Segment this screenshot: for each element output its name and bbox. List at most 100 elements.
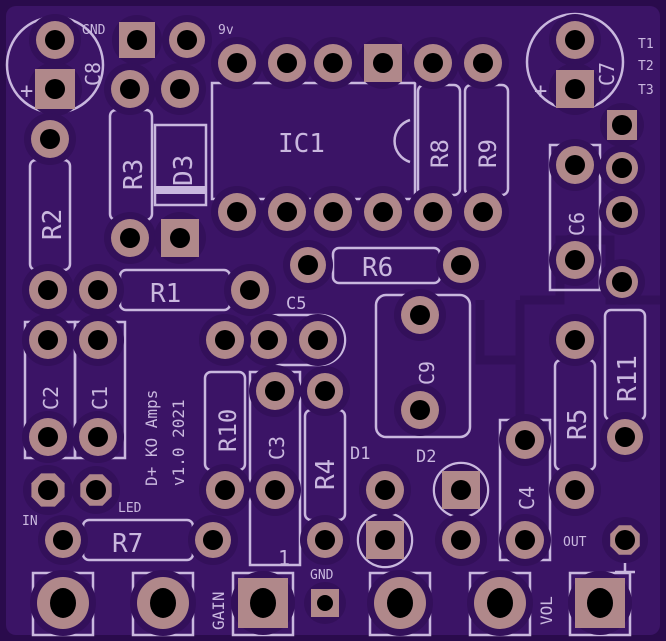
pad-15: [357, 186, 409, 238]
label-gain: GAIN: [209, 591, 228, 630]
label-ic1: IC1: [278, 129, 325, 159]
drill-hole: [373, 202, 393, 222]
drill-hole: [615, 530, 635, 550]
drill-hole: [565, 480, 585, 500]
drill-hole: [45, 30, 65, 50]
drill-hole: [308, 330, 328, 350]
label-c8: C8: [81, 62, 105, 86]
pad-55: [435, 514, 487, 566]
label-c7: C7: [595, 62, 619, 86]
pad-58: [549, 314, 601, 366]
drill-hole: [315, 381, 335, 401]
drill-hole: [227, 53, 247, 73]
drill-hole: [317, 595, 333, 611]
pad-36: [394, 289, 446, 341]
pad-35: [292, 314, 344, 366]
drill-hole: [38, 330, 58, 350]
drill-hole: [215, 480, 235, 500]
pad-14: [307, 186, 359, 238]
pad-59: [549, 464, 601, 516]
pad-48: [23, 465, 73, 515]
silkscreen-labels: C8 GND 9v IC1 R8 R9 C7 T1 T2 T3 + + R2 R…: [20, 23, 654, 630]
label-in: IN: [22, 514, 38, 529]
pad-19: [104, 212, 156, 264]
pad-25: [436, 240, 486, 290]
label-gnd-bottom: GND: [310, 568, 334, 583]
drill-hole: [587, 588, 613, 618]
label-r4: R4: [311, 459, 341, 490]
drill-hole: [451, 480, 471, 500]
pad-6: [211, 37, 263, 89]
label-c2: C2: [39, 386, 63, 410]
label-t3: T3: [638, 83, 654, 98]
drill-hole: [38, 280, 58, 300]
drill-hole: [53, 530, 73, 550]
label-credit-line1: D+ KO Amps: [142, 390, 161, 486]
drill-hole: [515, 530, 535, 550]
pad-47: [300, 515, 350, 565]
drill-hole: [515, 430, 535, 450]
drill-hole: [612, 202, 632, 222]
pad-16: [407, 186, 459, 238]
drill-hole: [315, 530, 335, 550]
pad-54: [435, 464, 487, 516]
drill-hole: [86, 480, 106, 500]
pad-42: [199, 314, 251, 366]
drill-hole: [265, 381, 285, 401]
label-plus-c8: +: [20, 79, 33, 104]
label-9v: 9v: [218, 23, 234, 38]
label-r5: R5: [563, 409, 593, 440]
pad-60: [600, 412, 650, 462]
drill-hole: [451, 530, 471, 550]
drill-hole: [410, 400, 430, 420]
pad-22: [72, 264, 124, 316]
drill-hole: [298, 255, 318, 275]
drill-hole: [423, 53, 443, 73]
drill-hole: [258, 330, 278, 350]
pad-9: [357, 37, 409, 89]
pad-4: [104, 63, 156, 115]
d3-cathode-band: [155, 186, 206, 194]
pad-57: [499, 514, 551, 566]
drill-hole: [203, 530, 223, 550]
pad-56: [499, 414, 551, 466]
label-r10: R10: [214, 409, 242, 452]
label-vol: VOL: [537, 596, 556, 625]
label-r2: R2: [38, 209, 68, 240]
pad-66: [367, 570, 433, 636]
drill-hole: [45, 79, 65, 99]
pad-3: [162, 15, 212, 65]
pad-33: [599, 259, 645, 305]
drill-hole: [127, 30, 147, 50]
label-out: OUT: [563, 535, 587, 550]
label-gnd-top: GND: [82, 23, 106, 38]
drill-hole: [40, 129, 60, 149]
pad-29: [549, 234, 601, 286]
drill-hole: [373, 53, 393, 73]
drill-hole: [120, 228, 140, 248]
drill-hole: [473, 202, 493, 222]
label-r11: R11: [613, 355, 643, 402]
label-c5: C5: [286, 294, 306, 314]
pad-46: [300, 366, 350, 416]
label-r8: R8: [426, 139, 454, 168]
label-r9: R9: [474, 139, 502, 168]
pad-2: [112, 15, 162, 65]
label-d1: D1: [350, 444, 370, 464]
pad-63: [130, 570, 196, 636]
pad-0: [29, 14, 81, 66]
pad-52: [359, 464, 411, 516]
drill-hole: [250, 588, 276, 618]
drill-hole: [487, 588, 513, 618]
label-r1: R1: [150, 279, 181, 309]
pad-39: [72, 314, 124, 366]
drill-hole: [565, 79, 585, 99]
label-t2: T2: [638, 59, 654, 74]
pad-62: [30, 570, 96, 636]
label-c1: C1: [88, 386, 112, 410]
pad-37: [394, 384, 446, 436]
drill-hole: [423, 202, 443, 222]
drill-hole: [177, 30, 197, 50]
drill-hole: [215, 330, 235, 350]
pad-7: [261, 37, 313, 89]
